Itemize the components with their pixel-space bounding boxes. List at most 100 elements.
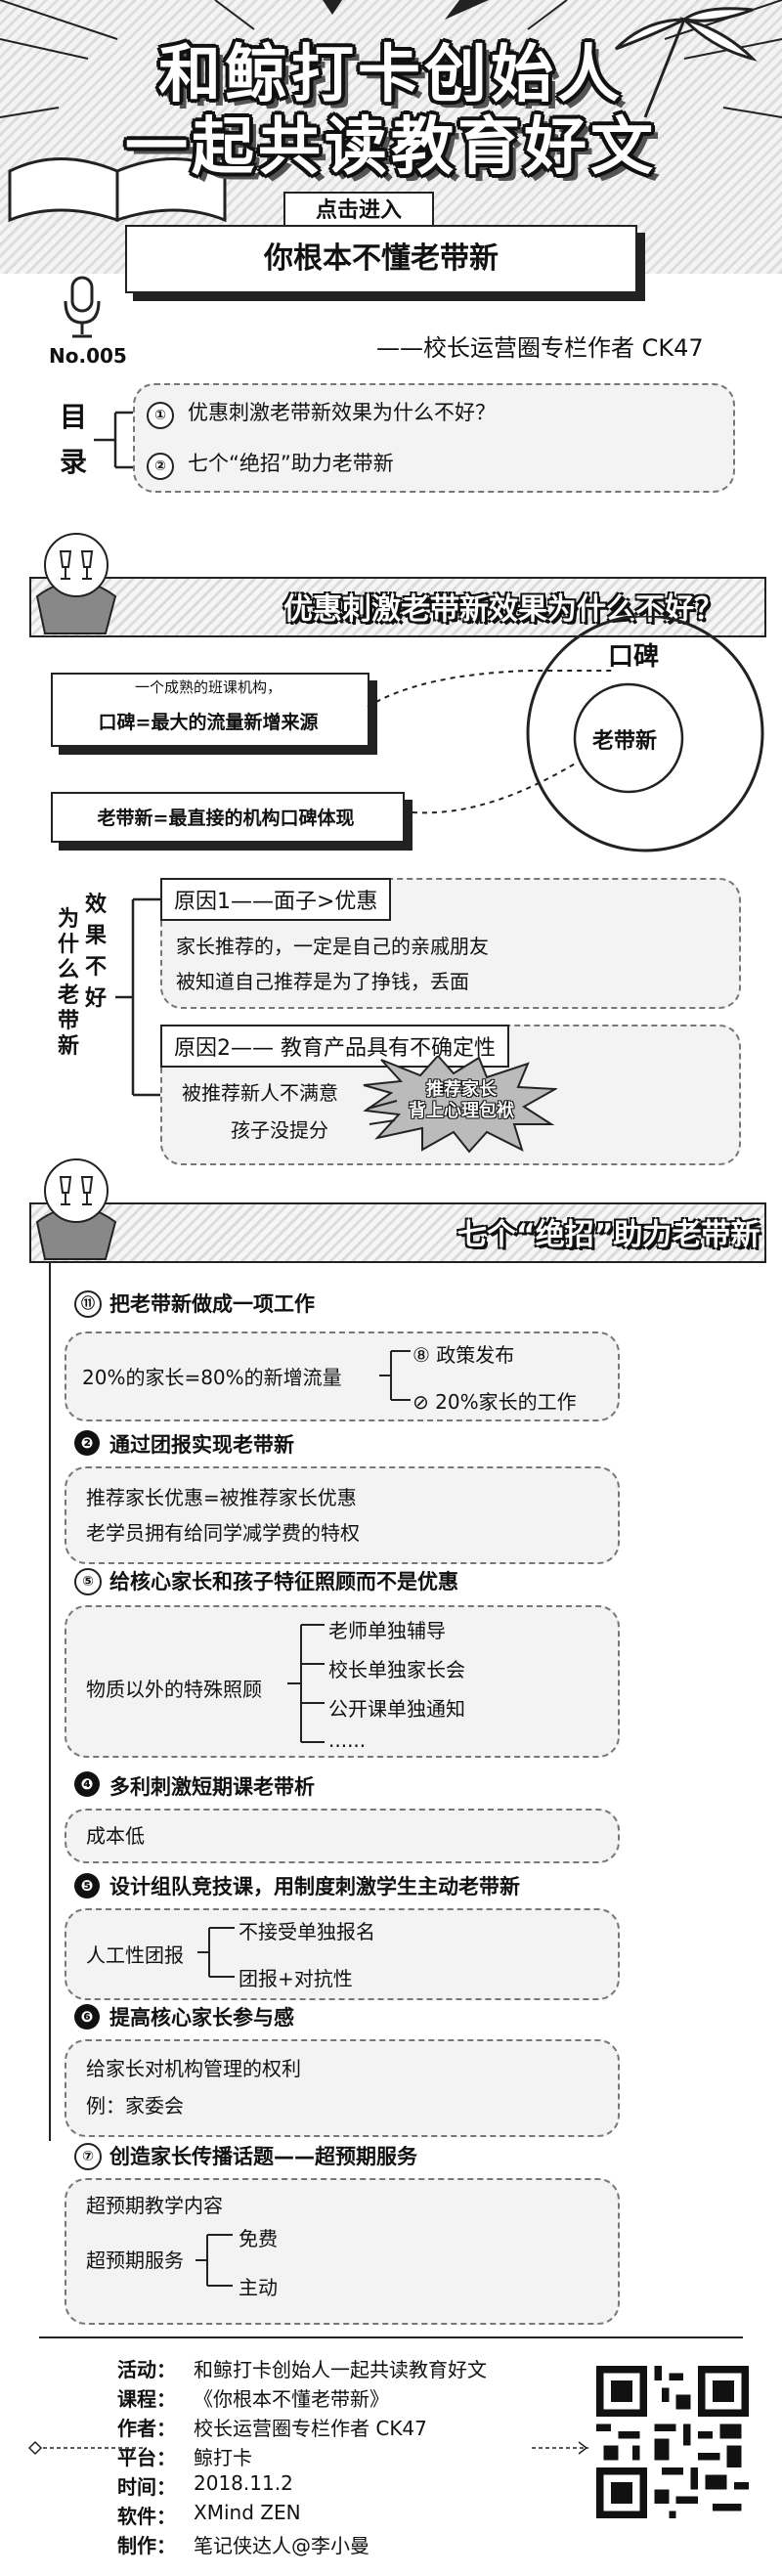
footer-value-course: 《你根本不懂老带新》 [194, 2387, 389, 2411]
footer-value-maker: 笔记侠达人@李小曼 [194, 2534, 369, 2557]
item4-num: ❹ [74, 1771, 100, 1797]
toc-label: 目 录 [57, 395, 90, 485]
item5-title: 设计组队竞技课，用制度刺激学生主动老带新 [109, 1875, 520, 1899]
item6-line1: 给家长对机构管理的权利 [86, 2057, 301, 2080]
why-label-col2: 效果不好 [84, 893, 107, 1011]
item5-sub1: 不接受单独报名 [239, 1920, 375, 1943]
footer-right-arrow [532, 2441, 588, 2455]
item1-main: 20%的家长=80%的新增流量 [82, 1366, 342, 1389]
item6-num: ❻ [74, 2004, 100, 2030]
item4-box [65, 1809, 620, 1863]
item6-line2: 例：家委会 [86, 2094, 184, 2118]
note-small-text: 一个成熟的班课机构， [134, 678, 282, 696]
why-label-col1: 为什么老带新 [57, 907, 79, 1059]
toc-label-1: 目 [59, 401, 87, 433]
item2-title: 通过团报实现老带新 [109, 1433, 294, 1457]
reason1-title: 原因1——面子>优惠 [160, 878, 392, 921]
item4-title: 多利刺激短期课老带析 [109, 1775, 315, 1799]
item2-line2: 老学员拥有给同学减学费的特权 [86, 1521, 360, 1545]
burst-text-line2: 背上心理包袱 [409, 1101, 514, 1121]
article-title: 你根本不懂老带新 [125, 225, 637, 293]
item1-bracket [379, 1350, 411, 1401]
author-line: ——校长运营圈专栏作者 CK47 [376, 334, 704, 362]
reason2-line2: 孩子没提分 [231, 1118, 328, 1142]
qr-code-image[interactable] [596, 2366, 749, 2518]
header-rays-decoration [0, 0, 782, 223]
toc-item-2-num: ② [147, 453, 174, 480]
footer-label-course: 课程： [117, 2387, 176, 2411]
header-title: 和鲸打卡创始人 一起共读教育好文 [59, 39, 723, 184]
footer-value-platform: 鲸打卡 [194, 2446, 252, 2469]
header-title-line2: 一起共读教育好文 [125, 111, 657, 184]
item7-title: 创造家长传播话题——超预期服务 [109, 2145, 417, 2168]
burst-text: 推荐家长 背上心理包袱 [383, 1079, 540, 1122]
note-box [51, 673, 369, 747]
item2-line1: 推荐家长优惠=被推荐家长优惠 [86, 1486, 357, 1509]
footer-value-time: 2018.11.2 [194, 2471, 293, 2495]
toc-label-2: 录 [59, 446, 87, 478]
item4-line1: 成本低 [86, 1824, 145, 1848]
item7-num: ⑦ [74, 2143, 102, 2170]
item7-bracket [196, 2234, 233, 2287]
item1-title: 把老带新做成一项工作 [109, 1292, 315, 1316]
item7-top: 超预期教学内容 [86, 2194, 223, 2217]
burst-text-line1: 推荐家长 [426, 1079, 497, 1100]
item5-num: ❺ [74, 1873, 100, 1899]
item2-num: ❷ [74, 1430, 100, 1456]
direct-text: 老带新=最直接的机构口碑体现 [97, 808, 355, 829]
item1-sub2: ⊘ 20%家长的工作 [413, 1390, 577, 1414]
footer-left-arrow [27, 2440, 147, 2456]
item3-num: ⑤ [74, 1568, 102, 1595]
footer-label-software: 软件： [117, 2505, 176, 2528]
item1-sub1: ⑧ 政策发布 [413, 1343, 515, 1367]
footer-value-activity: 和鲸打卡创始人一起共读教育好文 [194, 2358, 487, 2381]
item3-box [65, 1605, 620, 1758]
item6-box [65, 2039, 620, 2137]
footer-label-platform: 平台： [117, 2446, 176, 2469]
enter-button[interactable]: 点击进入 [283, 192, 434, 229]
section1-title: 优惠刺激老带新效果为什么不好？ [283, 592, 723, 627]
item3-title: 给核心家长和孩子特征照顾而不是优惠 [109, 1570, 458, 1594]
item3-sub3: 公开课单独通知 [328, 1697, 465, 1721]
reason2-line1: 被推荐新人不满意 [182, 1081, 338, 1105]
issue-number: No.005 [49, 344, 127, 368]
item1-box [65, 1332, 620, 1421]
toc-box [133, 383, 735, 493]
item7-main: 超预期服务 [86, 2249, 184, 2272]
toc-item-2[interactable]: ② 七个“绝招”助力老带新 [147, 448, 394, 480]
item3-sub4: ...... [328, 1728, 367, 1752]
item3-bracket [287, 1624, 325, 1743]
toc-item-2-text: 七个“绝招”助力老带新 [188, 452, 394, 475]
item5-main: 人工性团报 [86, 1943, 184, 1967]
item5-sub2: 团报+对抗性 [239, 1967, 353, 1990]
section2-title: 七个“绝招”助力老带新 [457, 1218, 760, 1252]
item5-bracket [197, 1927, 235, 1978]
item2-box [65, 1466, 620, 1564]
footer-label-activity: 活动： [117, 2358, 176, 2381]
item3-sub1: 老师单独辅导 [328, 1619, 446, 1642]
toc-item-1-num: ① [147, 402, 174, 429]
toast-glasses-icon-2 [35, 1158, 117, 1260]
footer-label-time: 时间： [117, 2475, 176, 2499]
word-of-mouth-diagram [367, 616, 764, 852]
item6-title: 提高核心家长参与感 [109, 2006, 294, 2030]
toc-item-1-text: 优惠刺激老带新效果为什么不好？ [188, 401, 496, 424]
footer-divider [39, 2336, 743, 2338]
burst-shape [363, 1056, 557, 1154]
item7-sub1: 免费 [239, 2227, 278, 2250]
tree-connector-line [49, 1261, 51, 2141]
reason2-title: 原因2—— 教育产品具有不确定性 [160, 1025, 509, 1068]
inner-circle-label: 老带新 [592, 729, 658, 754]
section2-header-bar [29, 1202, 766, 1263]
header-title-line1: 和鲸打卡创始人 [158, 39, 624, 111]
item1-num: ⑪ [74, 1290, 102, 1318]
reason1-line2: 被知道自己推荐是为了挣钱，丢面 [176, 970, 469, 993]
toc-item-1[interactable]: ① 优惠刺激老带新效果为什么不好？ [147, 397, 496, 429]
direct-box [51, 792, 405, 843]
toc-bracket [94, 411, 137, 469]
outer-circle-label: 口碑 [608, 642, 660, 672]
footer-label-author: 作者： [117, 2417, 176, 2440]
footer-value-author: 校长运营圈专栏作者 CK47 [194, 2417, 427, 2440]
item5-box [65, 1908, 620, 2000]
item3-sub2: 校长单独家长会 [328, 1658, 465, 1681]
